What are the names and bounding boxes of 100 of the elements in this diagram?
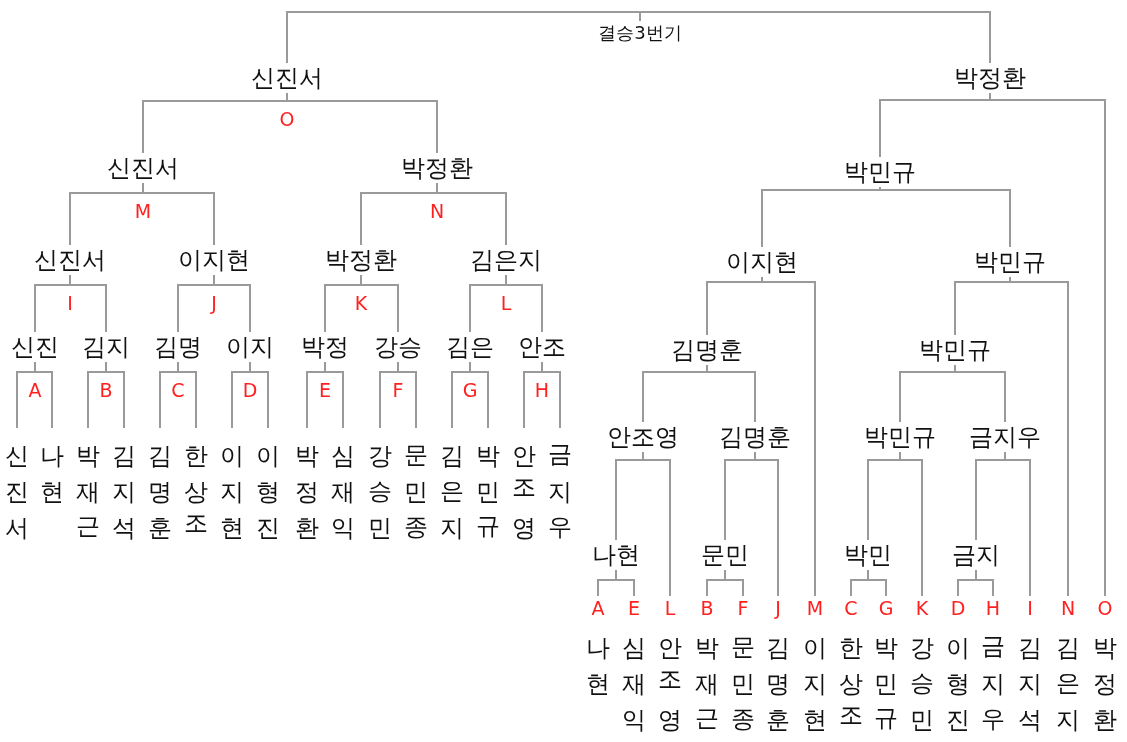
player-name: 문민종	[401, 428, 431, 536]
winner-name: 안조영	[607, 422, 679, 452]
player-name: 한상조	[836, 620, 866, 728]
winner-name: 안조	[518, 332, 566, 362]
bracket-line	[397, 361, 417, 429]
match-letter: D	[242, 378, 258, 402]
winner-name: 김명훈	[719, 422, 791, 452]
match-letter: K	[915, 596, 929, 620]
winner-name: 박정환	[325, 245, 397, 275]
player-name: 한상조	[181, 428, 211, 536]
player-name: 신진서	[2, 428, 32, 536]
player-name: 박정환	[292, 428, 322, 536]
match-letter: M	[806, 596, 824, 620]
player-name: 강승민	[907, 620, 937, 728]
match-letter: G	[878, 596, 894, 620]
player-name: 안조영	[509, 428, 539, 536]
bracket-line	[360, 274, 399, 333]
player-name: 박민규	[871, 620, 901, 728]
match-letter: F	[392, 378, 404, 402]
winner-name: 박민규	[844, 157, 916, 187]
bracket-line	[213, 274, 251, 333]
bracket-line	[867, 569, 887, 597]
match-letter: H	[534, 378, 550, 402]
winner-name: 신진	[11, 332, 59, 362]
bracket-line	[286, 92, 438, 154]
winner-name: 김명	[154, 332, 202, 362]
match-letter: B	[700, 596, 714, 620]
player-name: 이형진	[253, 428, 283, 536]
match-letter: N	[429, 199, 445, 223]
bracket-line	[879, 186, 1011, 248]
bracket-line	[761, 276, 816, 597]
bracket-line	[899, 451, 923, 597]
winner-name: 문민	[701, 540, 749, 570]
player-name: 박재근	[73, 428, 103, 536]
match-title: 결승3번기	[598, 21, 682, 45]
player-name: 나현	[37, 428, 67, 500]
match-letter: M	[134, 199, 152, 223]
winner-name: 김은	[446, 332, 494, 362]
winner-name: 김은지	[470, 245, 542, 275]
match-letter: E	[319, 378, 331, 402]
bracket-line	[724, 569, 744, 597]
bracket-line	[1004, 451, 1031, 597]
player-name: 김지석	[1015, 620, 1045, 728]
bracket-line	[541, 361, 561, 429]
match-letter: O	[1097, 596, 1113, 620]
bracket-line	[642, 451, 671, 597]
bracket-line	[975, 569, 994, 597]
match-letter: L	[664, 596, 676, 620]
bracket-line	[142, 182, 215, 246]
match-letter: J	[211, 291, 217, 315]
match-letter: A	[591, 596, 605, 620]
player-name: 이지현	[217, 428, 247, 536]
bracket-line	[105, 361, 125, 429]
player-name: 김은지	[1053, 620, 1083, 728]
bracket-line	[286, 11, 641, 64]
bracket-line	[34, 361, 53, 429]
bracket-line	[989, 92, 1106, 597]
winner-name: 나현	[592, 540, 640, 570]
winner-name: 이지현	[178, 245, 250, 275]
match-letter: A	[28, 378, 42, 402]
player-name: 심재익	[619, 620, 649, 728]
player-name: 문민종	[728, 620, 758, 728]
match-letter: B	[99, 378, 113, 402]
bracket-line	[754, 451, 779, 597]
player-name: 안조영	[655, 620, 685, 728]
player-name: 금지우	[545, 428, 575, 536]
winner-name: 신진서	[251, 63, 323, 93]
player-name: 강승민	[365, 428, 395, 536]
winner-name: 강승	[374, 332, 422, 362]
match-letter: G	[462, 378, 478, 402]
bracket-line	[436, 182, 507, 246]
winner-name: 금지우	[969, 422, 1041, 452]
player-name: 이형진	[943, 620, 973, 728]
match-letter: C	[171, 378, 185, 402]
bracket-line	[324, 361, 344, 429]
bracket-line	[706, 364, 756, 423]
winner-name: 신진서	[34, 245, 106, 275]
bracket-line	[177, 361, 197, 429]
player-name: 박정환	[1090, 620, 1120, 728]
bracket-line	[469, 361, 489, 429]
match-letter: L	[500, 291, 512, 315]
winner-name: 박민규	[974, 247, 1046, 277]
player-name: 김명훈	[145, 428, 175, 536]
winner-name: 김지	[82, 332, 130, 362]
match-letter: H	[985, 596, 1001, 620]
player-name: 심재익	[328, 428, 358, 536]
match-letter: J	[775, 596, 781, 620]
match-letter: D	[950, 596, 966, 620]
bracket-line	[761, 186, 881, 248]
match-letter: C	[844, 596, 858, 620]
bracket-line	[69, 274, 107, 333]
winner-name: 금지	[952, 540, 1000, 570]
player-name: 나현	[583, 620, 613, 692]
bracket-line	[1009, 276, 1069, 597]
winner-name: 이지	[226, 332, 274, 362]
player-name: 박민규	[473, 428, 503, 536]
player-name: 김명훈	[763, 620, 793, 728]
match-letter: E	[628, 596, 640, 620]
winner-name: 김명훈	[671, 335, 743, 365]
match-letter: I	[1027, 596, 1033, 620]
